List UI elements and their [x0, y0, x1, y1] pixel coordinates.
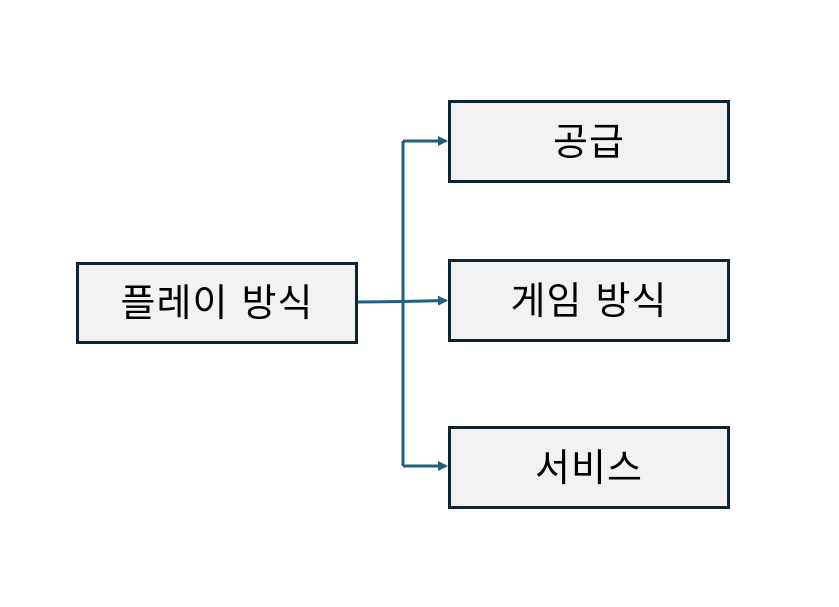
connector-to-game-mode [357, 295, 448, 306]
child-node-supply: 공급 [448, 100, 730, 183]
root-node-play-style: 플레이 방식 [76, 262, 358, 344]
child-node-service: 서비스 [448, 426, 730, 509]
root-node-label: 플레이 방식 [120, 281, 314, 325]
child-node-label-game-mode: 게임 방식 [510, 278, 668, 323]
child-node-label-service: 서비스 [535, 445, 643, 490]
child-node-game-mode: 게임 방식 [448, 259, 730, 342]
child-node-label-supply: 공급 [553, 119, 625, 164]
